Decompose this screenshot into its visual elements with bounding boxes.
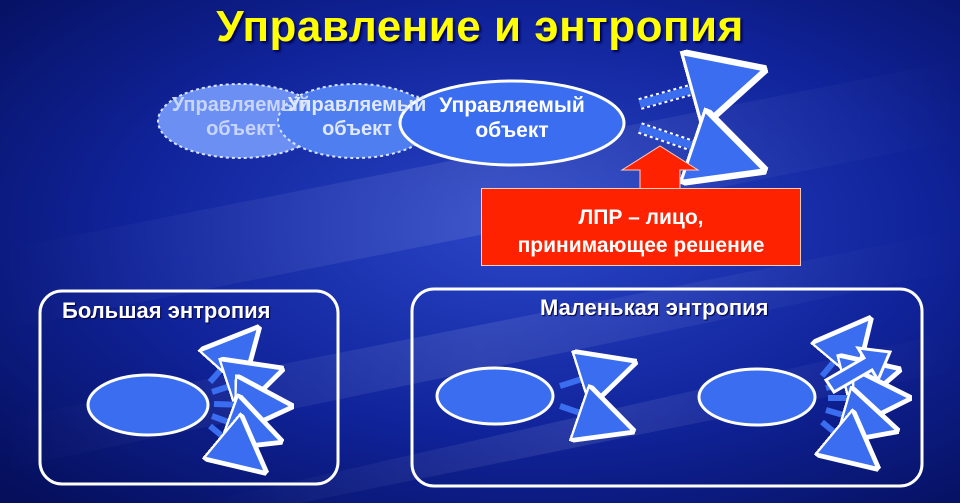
small-entropy-arrows-2 <box>822 326 900 462</box>
decision-up-arrow <box>620 145 700 191</box>
panel-large-entropy <box>38 289 340 486</box>
top-output-arrows <box>638 72 755 167</box>
small-entropy-title: Маленькая энтропия <box>540 295 769 320</box>
small-entropy-arrows-1 <box>559 365 626 428</box>
decision-maker-label: ЛПР – лицо,принимающее решение <box>517 206 765 258</box>
large-entropy-object <box>86 373 210 437</box>
decision-maker-box <box>481 188 801 266</box>
managed-object <box>398 79 626 167</box>
panel-small-entropy <box>410 287 924 488</box>
small-entropy-object-2 <box>697 367 817 427</box>
large-entropy-arrows <box>210 335 282 466</box>
large-entropy-title: Большая энтропия <box>62 298 271 323</box>
slide-title: Управление и энтропия <box>216 2 744 51</box>
control-action-arrow <box>823 346 893 395</box>
small-entropy-object-1 <box>435 366 555 426</box>
